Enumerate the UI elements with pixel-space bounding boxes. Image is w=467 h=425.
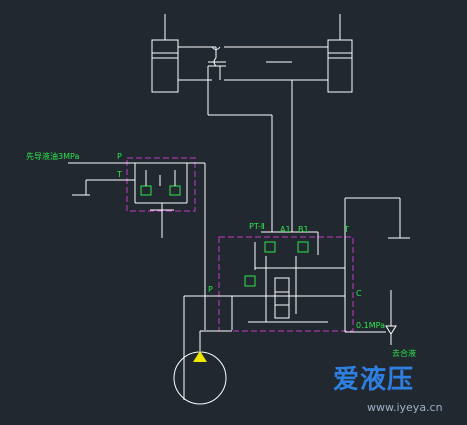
- pressure-label: 0.1MPa: [356, 321, 385, 330]
- pump: [173, 330, 232, 405]
- watermark-brand: 爱液压: [333, 365, 415, 395]
- pilot-oil-label: 先导液油3MPa: [26, 152, 80, 161]
- pilot-block: [68, 157, 206, 330]
- check-valve: [344, 290, 397, 345]
- port-b1-label: B1: [298, 225, 309, 234]
- pilot-t-label: T: [117, 170, 122, 179]
- port-c-label: C: [356, 289, 362, 298]
- pilot-p-label: P: [117, 152, 122, 161]
- port-a1-label: A1: [280, 225, 291, 234]
- port-p-label: P: [208, 285, 213, 294]
- left-cylinder: [151, 14, 216, 93]
- fluid-label: 去合液: [392, 349, 416, 358]
- watermark-url: www.iyeya.cn: [367, 401, 443, 414]
- port-t-label: T: [344, 225, 349, 234]
- valve-code-label: PT-Ⅱ: [249, 222, 265, 231]
- cylinder-crossover: [207, 46, 293, 232]
- main-valve-block: [183, 197, 410, 400]
- right-cylinder: [224, 14, 353, 93]
